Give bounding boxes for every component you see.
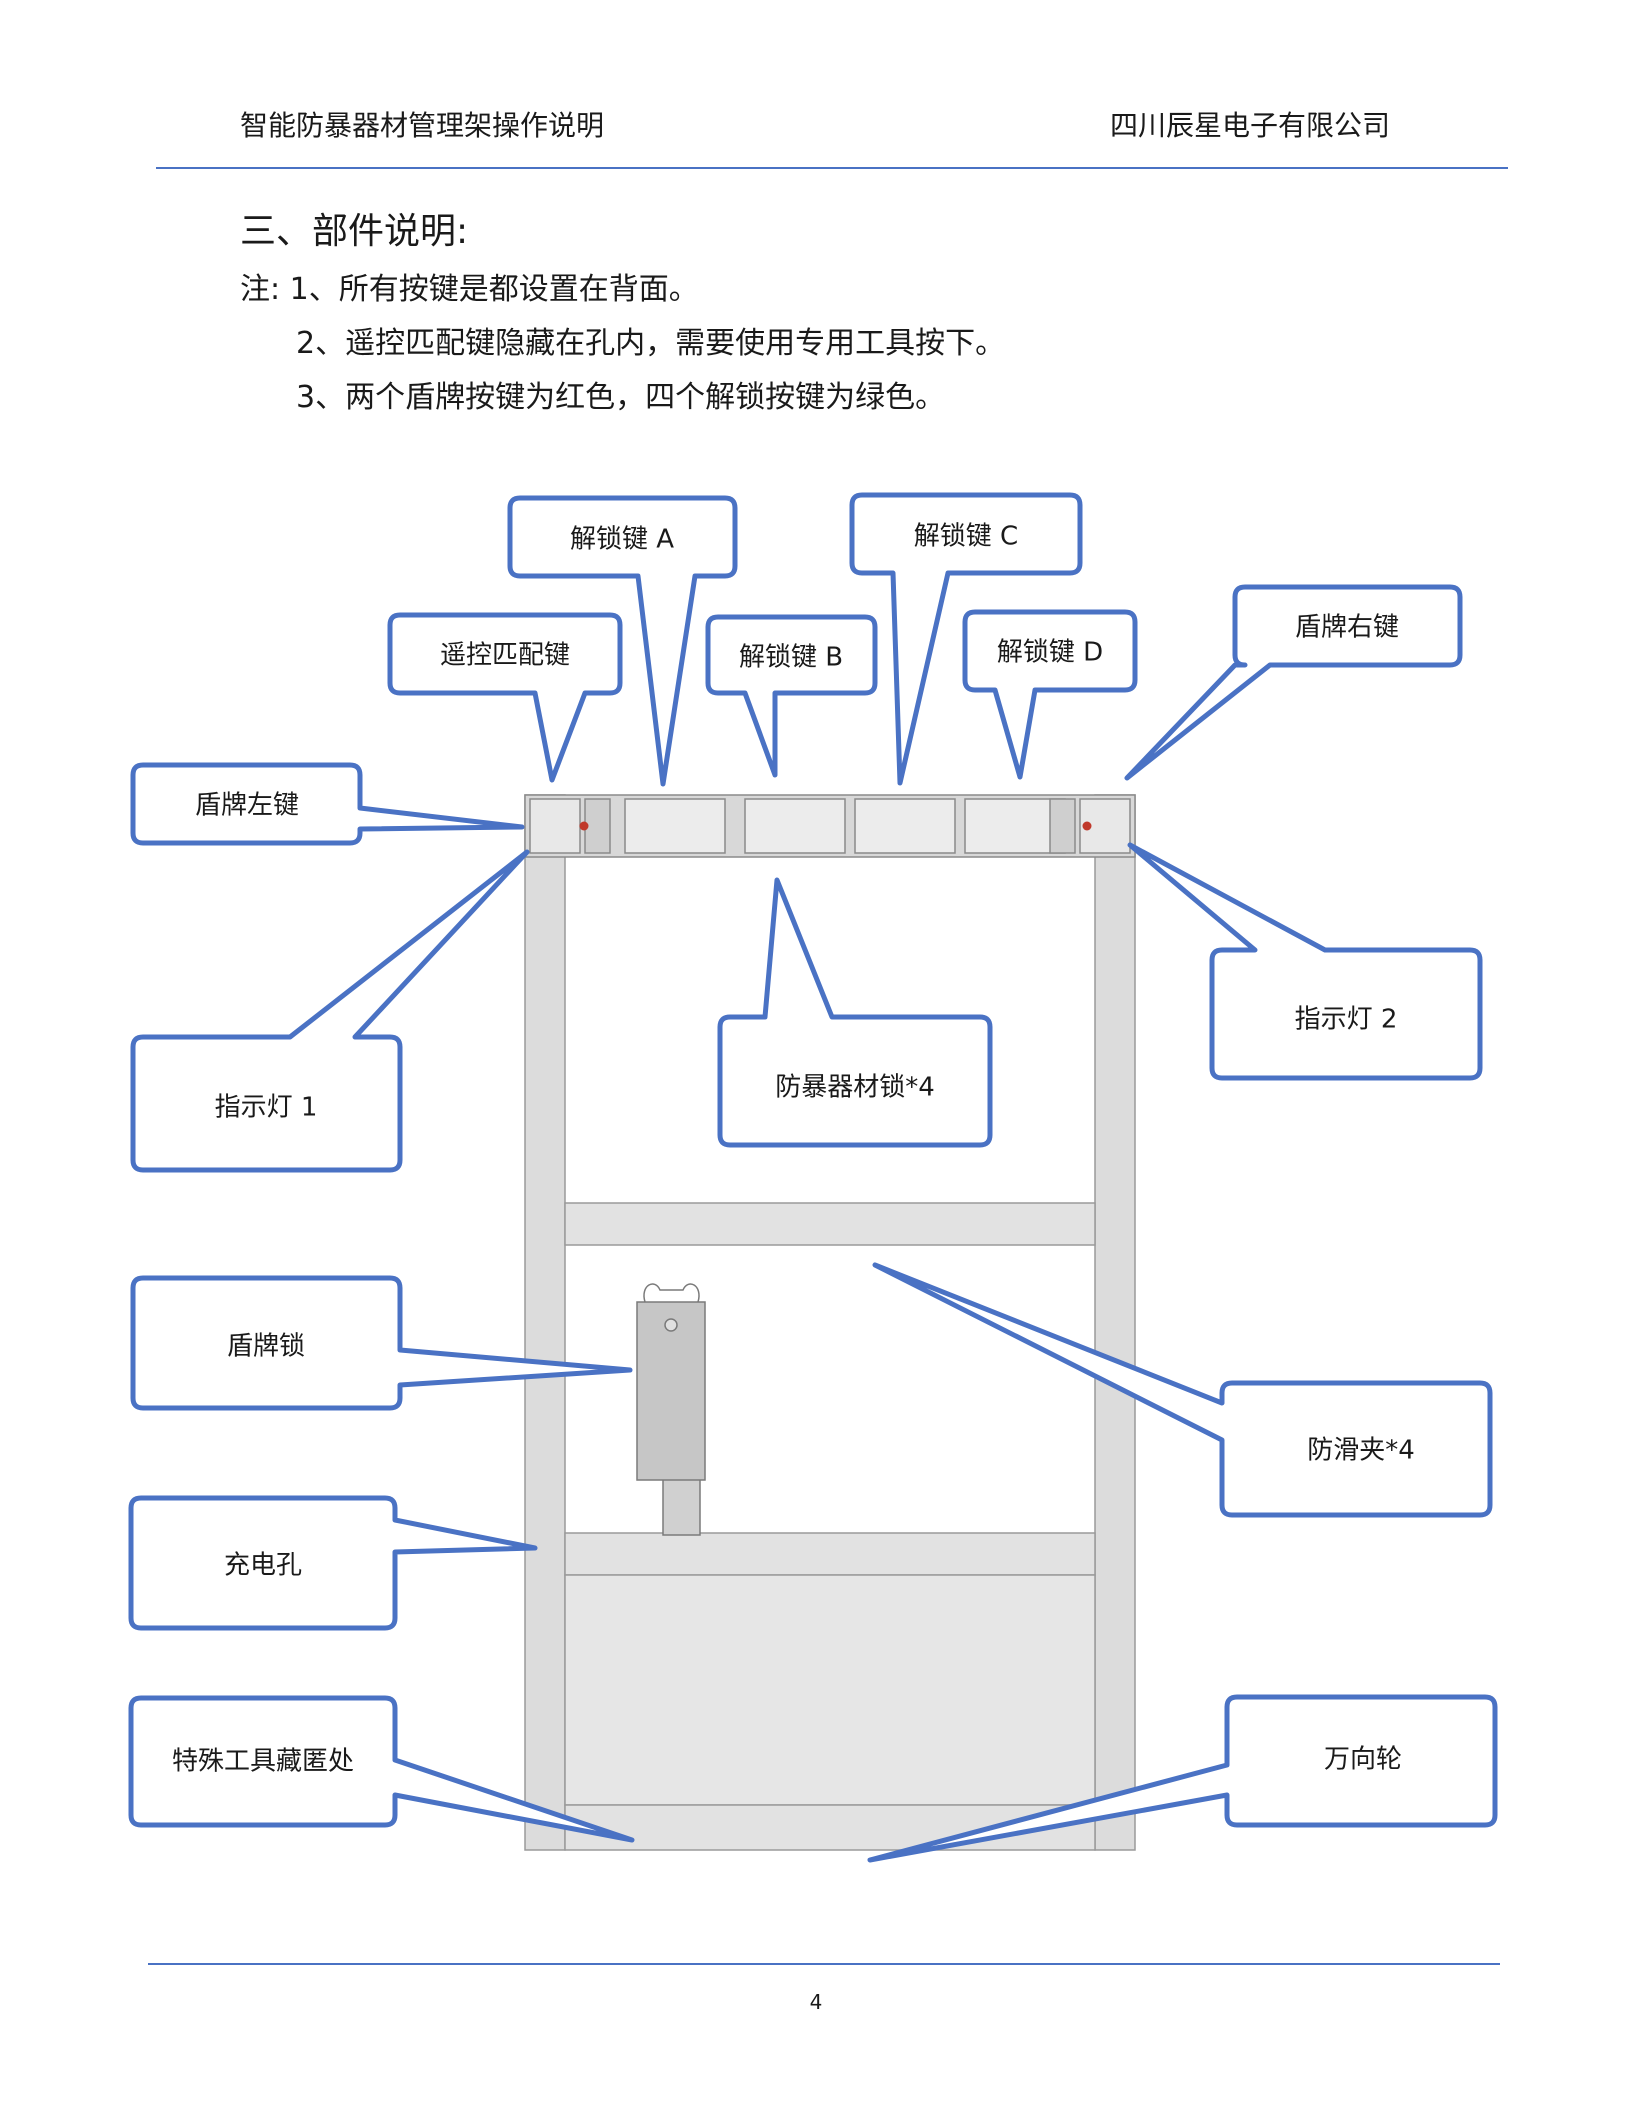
top-lock-bar [524,794,1136,858]
label-shield-left: 盾牌左键 [195,791,299,821]
note-2: 2、遥控匹配键隐藏在孔内，需要使用专用工具按下。 [296,326,1006,361]
label-equipment-lock: 防暴器材锁*4 [775,1073,935,1103]
label-tool-storage: 特殊工具藏匿处 [172,1747,354,1777]
indicator-1-light-icon [579,821,589,831]
callout-shield-left [130,762,525,846]
callout-indicator-2 [1127,842,1483,1081]
shield-lock-device [636,1283,706,1536]
label-shield-lock: 盾牌锁 [227,1332,305,1362]
label-remote-pair: 遥控匹配键 [440,641,570,671]
callout-indicator-1 [130,849,530,1173]
header-divider [156,167,1508,169]
header-company: 四川辰星电子有限公司 [1110,109,1391,142]
section-title: 三、部件说明: [240,211,469,252]
callout-equipment-lock [717,877,993,1148]
callout-tool-storage [128,1695,635,1843]
note-3: 3、两个盾牌按键为红色，四个解锁按键为绿色。 [296,380,946,415]
label-unlock-d: 解锁键 D [997,638,1103,668]
callout-casters [867,1694,1498,1863]
note-1: 注: 1、所有按键是都设置在背面。 [240,272,699,307]
callout-charge-port [128,1495,538,1631]
header-doc-title: 智能防暴器材管理架操作说明 [240,109,605,142]
callout-shield-lock [130,1275,633,1411]
label-anti-slip: 防滑夹*4 [1307,1436,1415,1466]
rack-frame [524,794,1136,1851]
label-shield-right: 盾牌右键 [1295,613,1399,643]
callout-unlock-a [507,495,738,787]
label-unlock-c: 解锁键 C [914,522,1018,552]
callout-unlock-d [962,609,1138,780]
indicator-2-light-icon [1082,821,1092,831]
callout-remote-pair [387,612,623,783]
callout-anti-slip [872,1262,1493,1518]
label-charge-port: 充电孔 [224,1551,302,1581]
label-casters: 万向轮 [1324,1745,1402,1775]
callout-unlock-c [849,492,1083,786]
callout-shield-right [1124,584,1463,781]
label-unlock-b: 解锁键 B [739,643,843,673]
callout-unlock-b [705,614,878,778]
label-indicator-1: 指示灯 1 [215,1093,318,1123]
label-unlock-a: 解锁键 A [570,525,674,555]
label-indicator-2: 指示灯 2 [1295,1005,1398,1035]
footer-divider [148,1963,1500,1965]
page-number: 4 [809,1990,823,2014]
